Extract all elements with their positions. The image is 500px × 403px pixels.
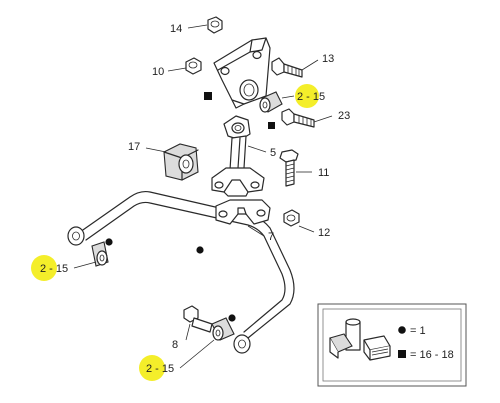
label-2-15-top: 2 - 15 (297, 91, 325, 103)
label-2-15-bottom: 2 - 15 (146, 363, 174, 375)
circle-marker-left (105, 238, 113, 246)
label-8: 8 (172, 339, 178, 351)
label-11: 11 (318, 167, 329, 179)
square-marker-bushing (268, 122, 275, 129)
link-rod-5 (223, 115, 251, 171)
nut-10 (185, 57, 202, 75)
bolt-23 (281, 108, 315, 128)
circle-marker-center (196, 246, 204, 254)
legend-parts-icon (329, 318, 391, 361)
label-5: 5 (270, 147, 276, 159)
clamp-7 (215, 199, 271, 225)
label-10: 10 (152, 66, 164, 78)
highlight-bottom (139, 355, 165, 381)
legend-box: = 1 = 16 - 18 (317, 303, 467, 387)
square-marker-top (204, 92, 212, 100)
bushing-top (259, 91, 283, 113)
bolt-8 (183, 305, 213, 333)
bolt-13 (271, 57, 303, 78)
bar-end-left (67, 226, 85, 246)
clamp-upper (211, 167, 265, 197)
highlight-top (295, 84, 319, 108)
label-14: 14 (170, 23, 182, 35)
bushing-bottom (211, 317, 235, 341)
bar-end-right (233, 334, 251, 354)
label-2-15-left: 2 - 15 (40, 263, 68, 275)
label-17: 17 (128, 141, 140, 153)
highlight-left (31, 255, 57, 281)
legend-square-symbol (398, 350, 406, 358)
label-23: 23 (338, 110, 350, 122)
upper-bracket (213, 37, 271, 109)
bolt-11 (279, 149, 299, 187)
circle-marker-bottom (228, 314, 236, 322)
nut-14 (207, 16, 223, 34)
bushing-17 (163, 143, 199, 181)
label-7: 7 (268, 231, 274, 243)
legend-circle-symbol (398, 326, 406, 334)
legend-square-text: = 16 - 18 (410, 349, 454, 361)
label-12: 12 (318, 227, 330, 239)
bushing-left (91, 241, 109, 267)
legend-circle-text: = 1 (410, 325, 426, 337)
nut-12 (283, 209, 300, 227)
label-13: 13 (322, 53, 334, 65)
